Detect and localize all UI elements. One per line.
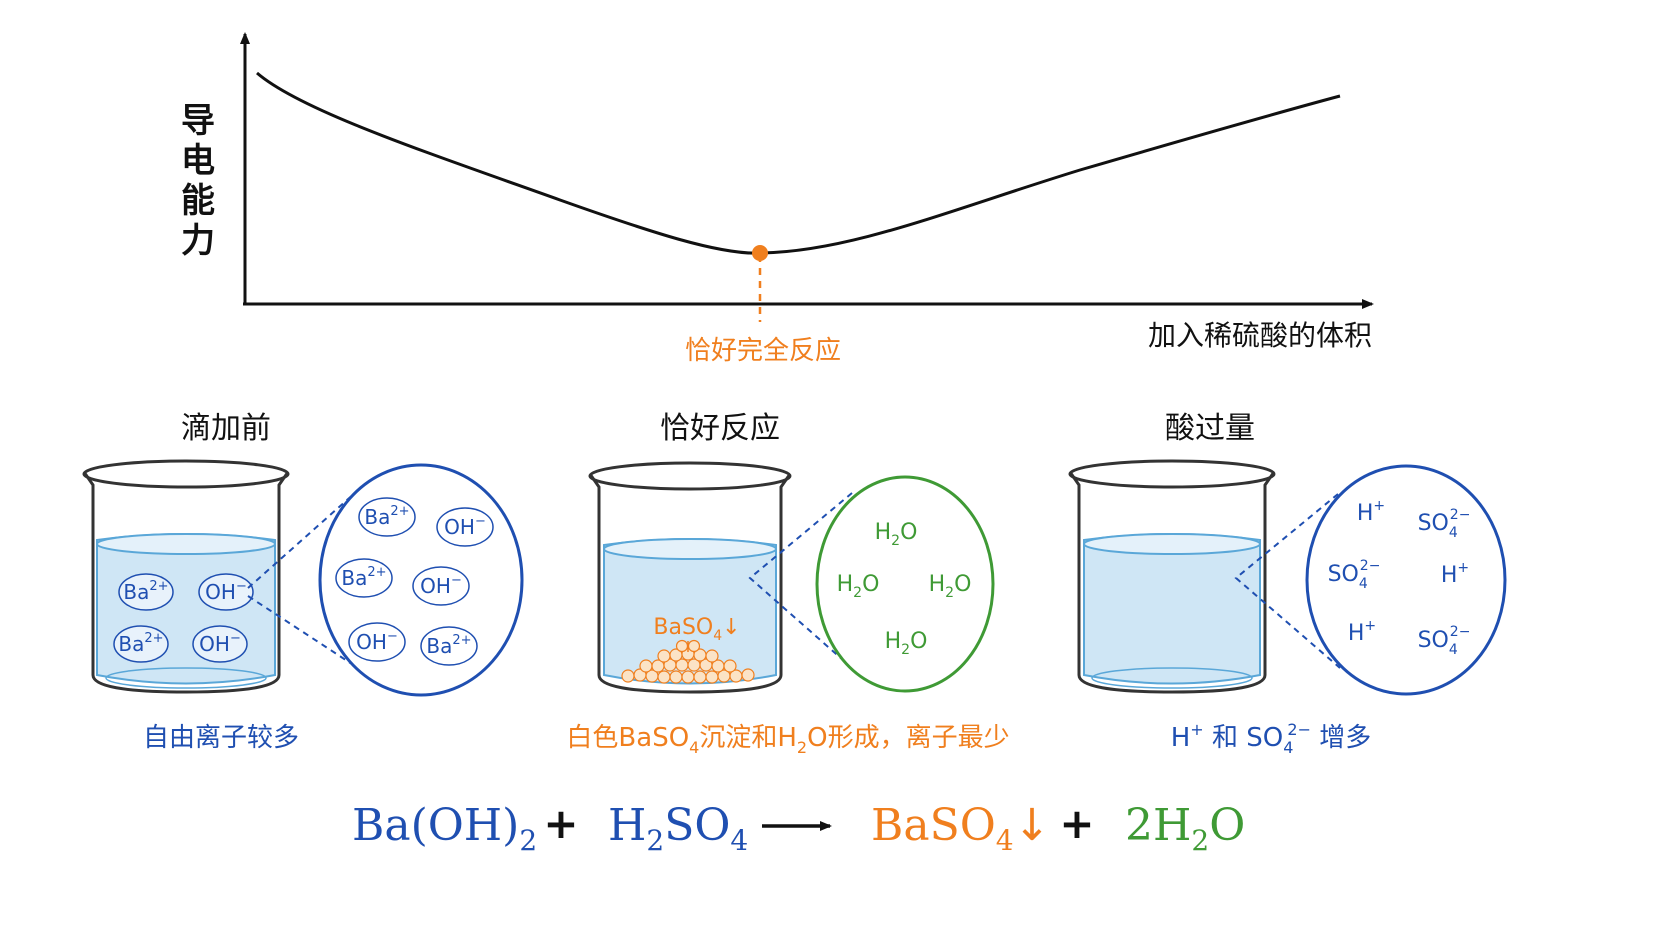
stage-before: 滴加前 Ba2+ OH− Ba2+ OH− Ba2+ OH− [82,411,524,753]
ion-bubble: OH− [412,566,470,606]
ion-bubble: OH− [436,507,494,547]
zoom-ions: H+ SO42− SO42− H+ H+ SO42− [1328,498,1471,658]
water-molecule: H2O [875,520,918,549]
beaker-ions: Ba2+ OH− Ba2+ OH− [113,573,254,663]
beaker-glass [588,473,792,694]
svg-text:Ba2+: Ba2+ [118,631,163,656]
ion-label: SO42− [1418,507,1471,541]
stage-title: 酸过量 [1165,411,1255,446]
y-label-char: 电 [181,141,215,181]
ion-label: H+ [1441,560,1469,588]
water-molecule: H2O [837,572,880,601]
reactant-barium-hydroxide: Ba(OH)2 [352,800,537,857]
ion-bubble: Ba2+ [420,626,478,666]
product-barium-sulfate: BaSO4↓ [871,800,1050,857]
beaker [588,461,792,694]
ion-bubble: Ba2+ [113,625,169,663]
beaker-rim [82,459,290,489]
min-point-marker [752,245,768,261]
zoom-connector [1234,493,1341,669]
ion-bubble: Ba2+ [118,573,174,611]
beaker-water [1083,533,1261,685]
svg-text:OH−: OH− [356,629,398,654]
plus-sign: + [1059,799,1094,848]
min-point-label: 恰好完全反应 [685,336,841,366]
stage-title: 滴加前 [181,411,271,446]
product-water: 2H2O [1125,800,1245,857]
beaker-water [96,533,276,685]
zoom-ions: Ba2+ OH− Ba2+ OH− OH− Ba2+ [335,497,494,666]
stage-title: 恰好反应 [660,411,780,446]
plus-sign: + [543,799,578,848]
svg-text:Ba2+: Ba2+ [364,504,409,529]
beaker-rim [1068,459,1276,489]
water-molecule: H2O [929,572,972,601]
beaker-glass [1068,471,1276,694]
y-axis-label: 导 电 能 力 [181,101,215,261]
beaker [82,459,290,694]
svg-text:Ba2+: Ba2+ [123,579,168,604]
beaker-rim [588,461,792,491]
ion-label: H+ [1348,618,1376,646]
svg-text:OH−: OH− [205,579,247,604]
zoom-molecules: H2O H2O H2O H2O [837,520,972,658]
ion-bubble: OH− [348,622,406,662]
beaker [1068,459,1276,694]
svg-text:OH−: OH− [444,514,486,539]
svg-text:OH−: OH− [420,573,462,598]
reaction-equation: Ba(OH)2 + H2SO4 BaSO4↓ + 2H2O [352,799,1245,857]
beaker-bottom [1091,667,1253,689]
svg-text:OH−: OH− [199,631,241,656]
ion-label: SO42− [1328,558,1381,592]
precipitate-pile [621,639,755,684]
y-label-char: 导 [181,101,215,141]
precipitate-label: BaSO4↓ [653,615,740,644]
conductivity-curve [256,71,1341,255]
stage-caption: 白色BaSO4沉淀和H2O形成，离子最少 [566,723,1009,757]
y-label-char: 能 [181,181,215,221]
ion-bubble: Ba2+ [358,497,416,537]
x-axis-label: 加入稀硫酸的体积 [1148,319,1372,352]
stage-caption: 自由离子较多 [143,723,299,753]
ion-label: H+ [1357,498,1385,526]
svg-text:Ba2+: Ba2+ [341,565,386,590]
reactant-sulfuric-acid: H2SO4 [608,800,748,857]
water-molecule: H2O [885,629,928,658]
zoom-circle [1305,464,1507,696]
svg-text:Ba2+: Ba2+ [426,633,471,658]
ion-bubble: OH− [192,625,248,663]
water-surface [1083,533,1261,555]
ion-bubble: Ba2+ [335,558,393,598]
stage-caption: H+ 和 SO42− 增多 [1171,720,1372,757]
water-surface [603,538,777,560]
y-label-char: 力 [181,221,215,261]
beaker-bottom [105,667,267,689]
beaker-glass [82,471,290,694]
ion-label: SO42− [1418,624,1471,658]
water-surface [96,533,276,555]
zoom-connector [247,491,359,669]
stage-acid-excess: 酸过量 H+ SO42− SO42− H+ H+ SO42− H+ 和 SO42… [1068,411,1507,757]
stage-exact-reaction: 恰好反应 BaSO4↓ H2O H2O H2O H2O 白色BaSO4沉淀和H2… [566,411,1009,757]
zoom-circle [815,475,995,693]
conductivity-graph: 导 电 能 力 加入稀硫酸的体积 恰好完全反应 [181,32,1374,366]
ion-bubble: OH− [198,573,254,611]
zoom-connector [748,492,853,669]
